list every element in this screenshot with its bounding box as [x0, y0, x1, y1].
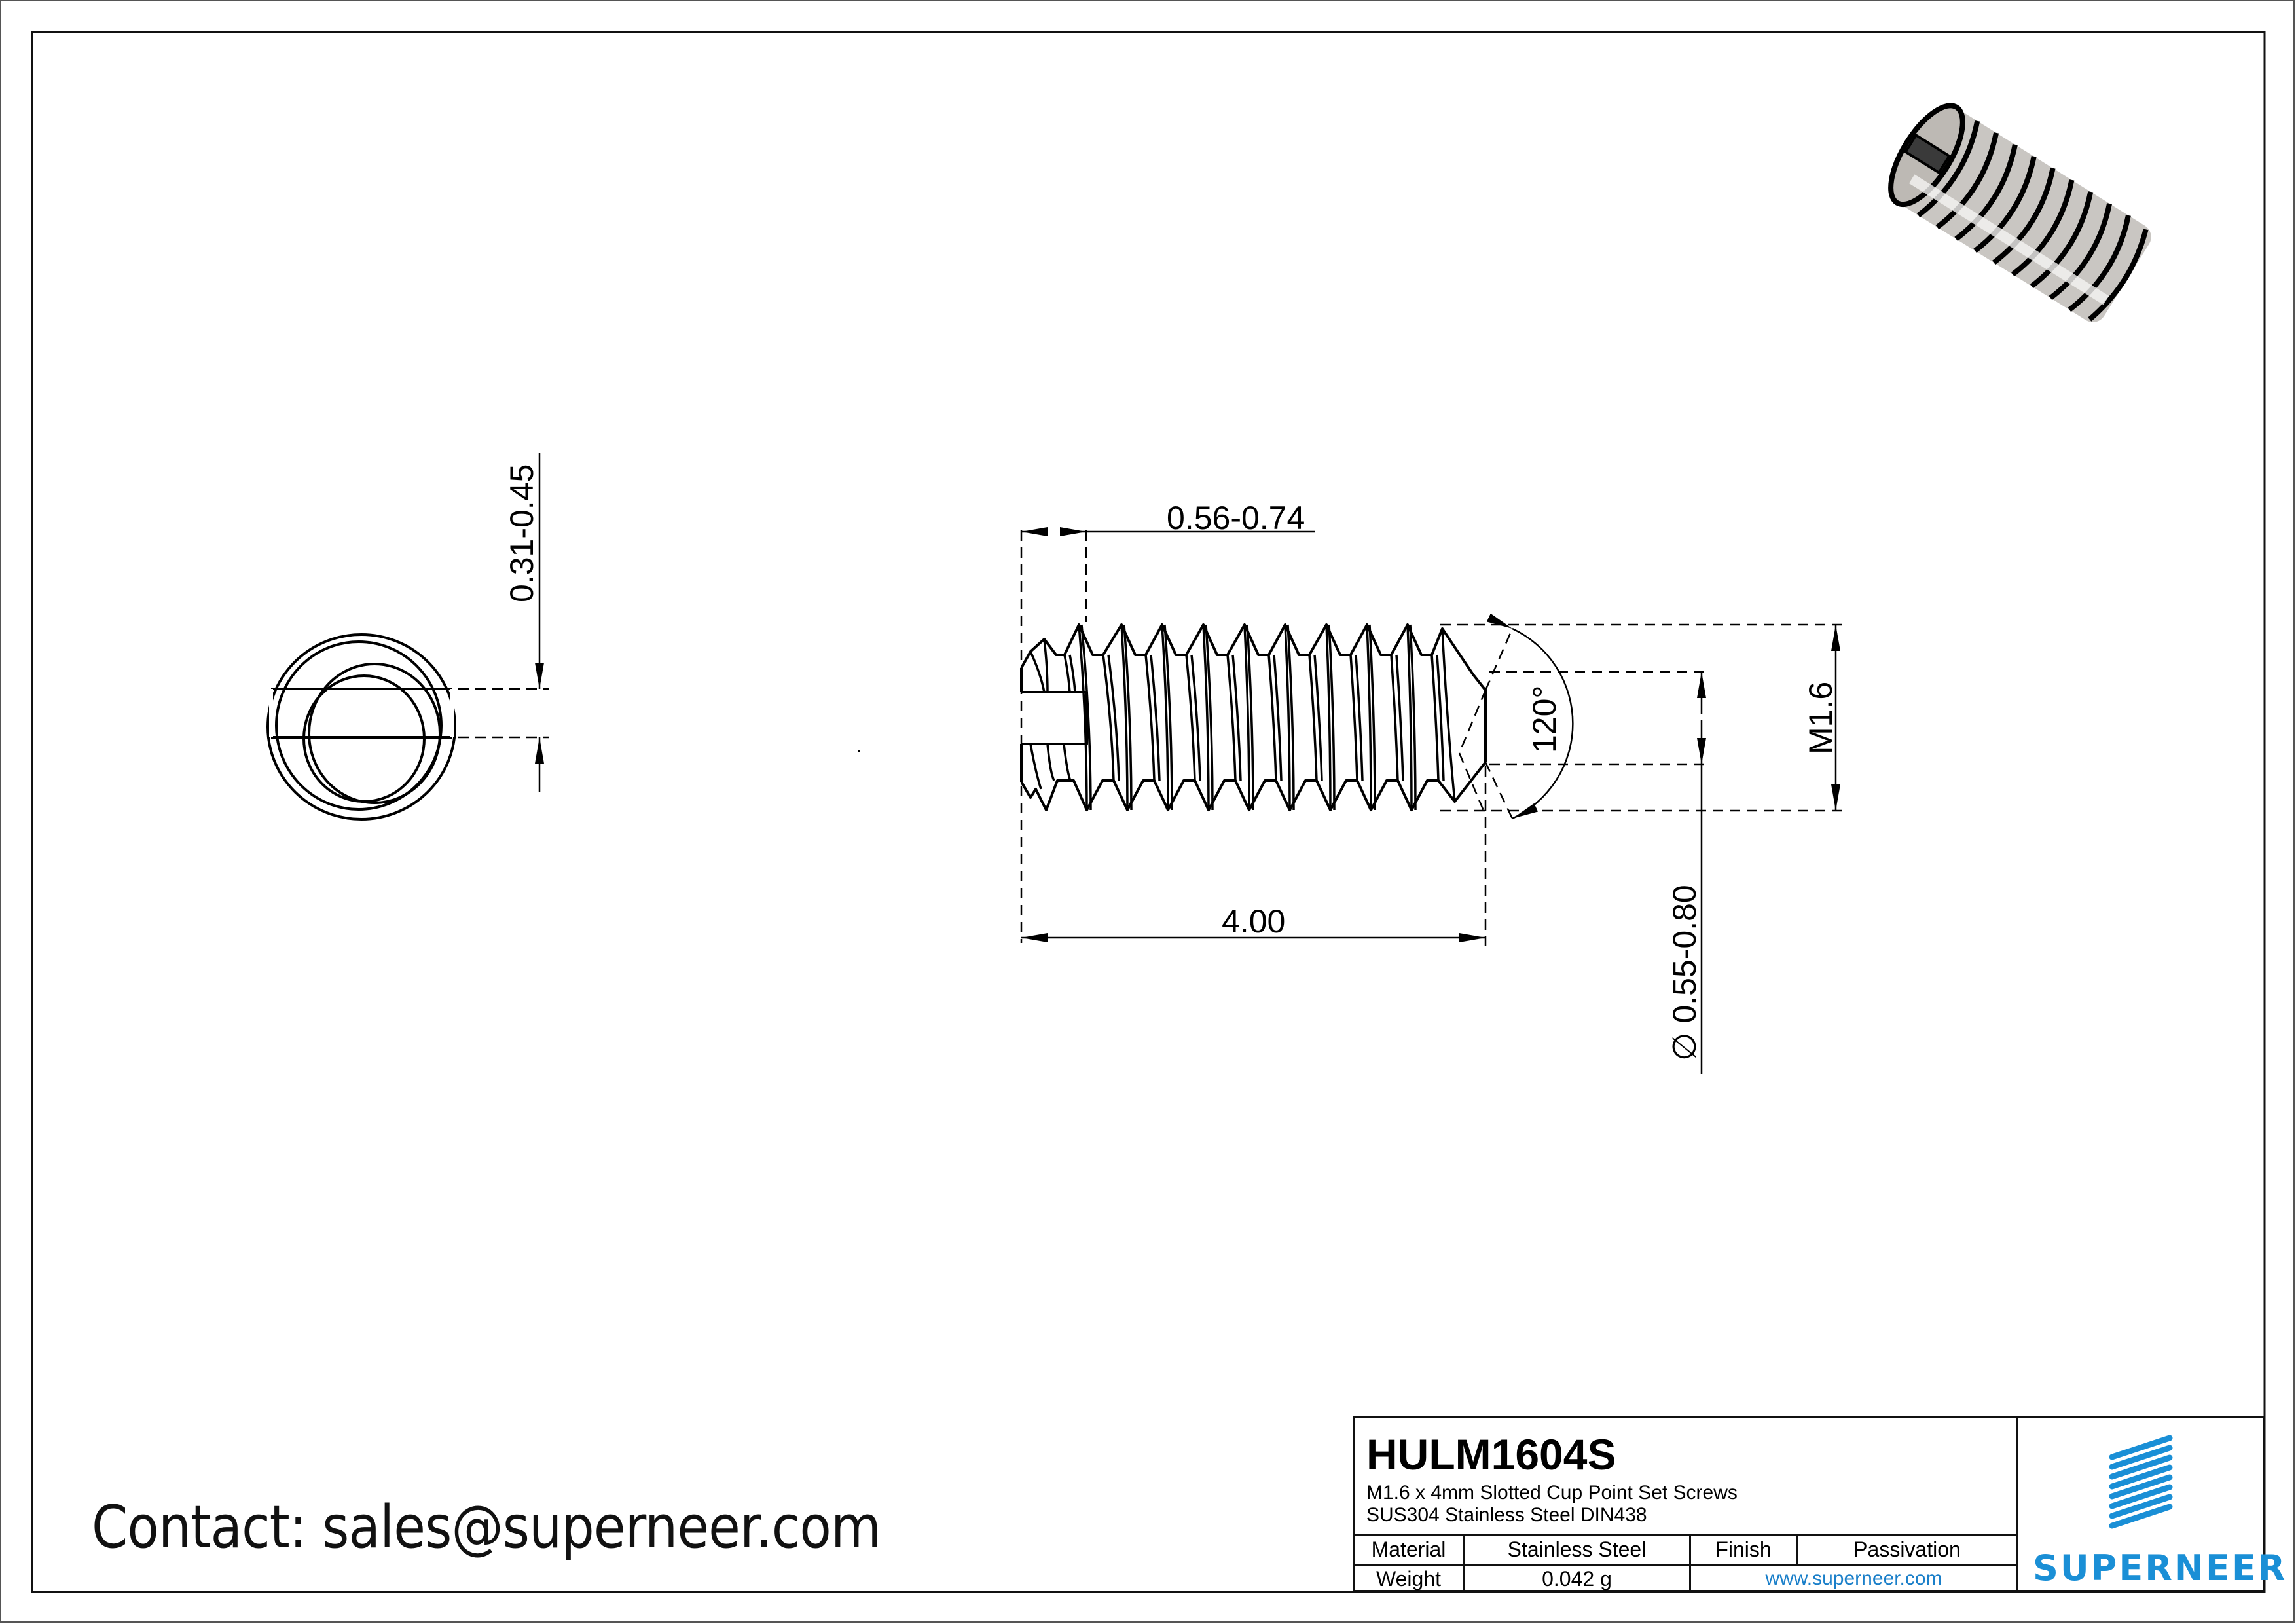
finish-value: Passivation — [1853, 1538, 1961, 1561]
dim-length: 4.00 — [1222, 903, 1285, 940]
thread-size-dimension — [1440, 623, 1846, 812]
weight-label: Weight — [1355, 1566, 1465, 1592]
website-link[interactable]: www.superneer.com — [1765, 1568, 1942, 1589]
dim-slot-width: 0.31-0.45 — [503, 464, 540, 602]
dim-cup-diameter: ∅ 0.55-0.80 — [1666, 885, 1703, 1061]
center-dot — [858, 750, 860, 752]
brand-name: SUPERNEER — [2033, 1547, 2287, 1589]
part-description: M1.6 x 4mm Slotted Cup Point Set Screws — [1366, 1482, 1738, 1504]
length-dimension — [1021, 766, 1487, 946]
brand-logo: SUPERNEER — [2018, 1418, 2285, 1590]
inner-frame — [31, 31, 2266, 1593]
title-block-header: HULM1604S M1.6 x 4mm Slotted Cup Point S… — [1355, 1418, 2016, 1536]
superneer-stripes-icon — [2109, 1435, 2173, 1529]
material-finish-row: Material Stainless Steel Finish Passivat… — [1355, 1536, 2016, 1566]
screw-side-view — [1020, 623, 1487, 811]
cup-angle-dimension — [1486, 613, 1574, 820]
weight-row: Weight 0.042 g www.superneer.com — [1355, 1566, 2016, 1592]
part-material-standard: SUS304 Stainless Steel DIN438 — [1366, 1504, 1647, 1526]
dim-thread-size: M1.6 — [1802, 682, 1839, 754]
contact-email: Contact: sales@superneer.com — [92, 1493, 881, 1562]
finish-label: Finish — [1691, 1536, 1798, 1564]
dim-cup-angle: 120° — [1526, 686, 1563, 753]
material-value: Stainless Steel — [1465, 1536, 1691, 1564]
weight-value: 0.042 g — [1465, 1566, 1691, 1592]
end-view — [266, 633, 456, 821]
part-number: HULM1604S — [1366, 1430, 1616, 1479]
title-block-info: HULM1604S M1.6 x 4mm Slotted Cup Point S… — [1355, 1418, 2018, 1592]
isometric-screw-image — [1888, 103, 2151, 323]
dim-slot-depth: 0.56-0.74 — [1167, 500, 1305, 536]
material-label: Material — [1355, 1536, 1465, 1564]
cup-diameter-dimension — [1489, 671, 1710, 1074]
title-block: HULM1604S M1.6 x 4mm Slotted Cup Point S… — [1353, 1416, 2285, 1592]
slot-depth-dimension — [1020, 527, 1315, 943]
slot-width-dimension — [458, 453, 549, 792]
